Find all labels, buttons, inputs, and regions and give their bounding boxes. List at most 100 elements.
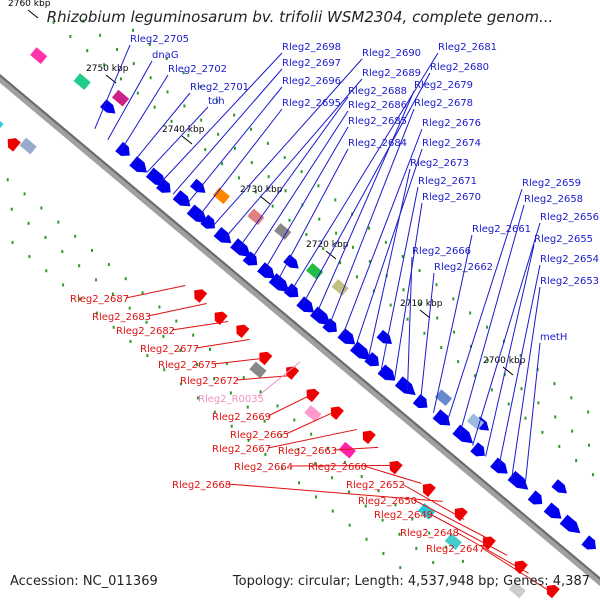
- track-dot: [250, 127, 253, 131]
- reverse-gene-label: Rleg2_2675: [158, 360, 217, 371]
- track-dot: [432, 561, 435, 565]
- tick-label: 2730 kbp: [240, 185, 283, 195]
- forward-leader-line: [511, 286, 541, 479]
- track-dot: [259, 390, 262, 394]
- accession-text: Accession: NC_011369: [10, 574, 158, 589]
- track-dot: [229, 391, 232, 395]
- track-dot: [558, 444, 561, 448]
- track-dot: [95, 311, 98, 315]
- forward-gene-label: Rleg2_2658: [524, 194, 583, 205]
- reverse-gene-label: Rleg2_2687: [70, 294, 129, 305]
- track-dot: [331, 476, 334, 480]
- track-dot: [368, 226, 371, 230]
- rna-leader-line: [257, 361, 301, 397]
- gene-feature-box: [417, 502, 436, 520]
- forward-gene-arrow: [337, 328, 356, 345]
- track-dot: [541, 430, 544, 434]
- forward-leader-line: [211, 58, 363, 228]
- track-dot: [419, 302, 422, 306]
- forward-leader-line: [354, 148, 423, 348]
- reverse-gene-label: Rleg2_2648: [400, 528, 459, 539]
- tick-mark: [502, 366, 514, 376]
- forward-gene-label: Rleg2_2701: [190, 82, 249, 93]
- track-dot: [247, 438, 250, 442]
- forward-gene-arrow: [452, 424, 474, 444]
- track-dot: [591, 473, 594, 477]
- track-dot: [99, 33, 102, 37]
- track-dot: [415, 546, 418, 550]
- track-dot: [153, 105, 156, 109]
- track-dot: [297, 447, 300, 451]
- track-dot: [183, 104, 186, 108]
- track-dot: [254, 190, 257, 194]
- track-dot: [52, 20, 55, 24]
- track-dot: [298, 481, 301, 485]
- track-dot: [440, 345, 443, 349]
- track-dot: [128, 306, 131, 310]
- forward-gene-arrow: [394, 376, 416, 396]
- track-dot: [318, 217, 321, 221]
- forward-gene-label: Rleg2_2671: [418, 176, 477, 187]
- forward-gene-arrow: [99, 99, 116, 114]
- track-dot: [10, 207, 13, 211]
- track-dot: [428, 531, 431, 535]
- forward-leader-line: [146, 106, 209, 173]
- forward-gene-arrow: [470, 442, 485, 457]
- forward-leader-line: [120, 74, 169, 151]
- track-dot: [423, 331, 426, 335]
- track-dot: [132, 62, 135, 66]
- forward-leader-line: [393, 202, 423, 381]
- gene-feature-box: [466, 413, 485, 431]
- forward-leader-line: [224, 78, 363, 239]
- reverse-gene-arrow: [330, 406, 344, 420]
- forward-gene-arrow: [190, 178, 206, 193]
- genome-summary-text: Topology: circular; Length: 4,537,948 bp…: [232, 574, 590, 589]
- gene-feature-box: [19, 137, 37, 155]
- track-dot: [187, 133, 190, 137]
- track-dot: [204, 148, 207, 152]
- gene-feature-box: [444, 533, 462, 550]
- reverse-leader-line: [413, 499, 486, 538]
- forward-leader-line: [198, 108, 283, 217]
- reverse-gene-arrow: [236, 324, 250, 339]
- reverse-gene-label: Rleg2_2660: [308, 462, 367, 473]
- forward-leader-line: [472, 222, 541, 446]
- forward-leader-line: [172, 68, 283, 195]
- forward-gene-label: Rleg2_2655: [534, 234, 593, 245]
- forward-leader-line: [498, 264, 541, 468]
- track-dot: [103, 63, 106, 67]
- forward-gene-arrow: [257, 262, 275, 279]
- reverse-leader-line: [455, 531, 529, 574]
- track-dot: [389, 303, 392, 307]
- track-dot: [74, 234, 77, 238]
- reverse-leader-line: [171, 320, 229, 331]
- reverse-leader-line: [227, 483, 443, 502]
- tick-mark: [419, 309, 431, 319]
- track-dot: [217, 132, 220, 136]
- track-dot: [314, 495, 317, 499]
- tick-mark: [27, 9, 39, 19]
- forward-gene-arrow: [115, 141, 130, 157]
- reverse-gene-label: Rleg2_2649: [374, 510, 433, 521]
- forward-leader-line: [367, 168, 411, 359]
- track-dot: [276, 404, 279, 408]
- reverse-leader-line: [429, 513, 508, 556]
- reverse-gene-arrow: [389, 460, 403, 475]
- track-dot: [347, 490, 350, 494]
- track-dot: [129, 339, 132, 343]
- forward-gene-label: Rleg2_2670: [422, 192, 481, 203]
- forward-gene-label: Rleg2_2696: [282, 76, 341, 87]
- track-dot: [364, 504, 367, 508]
- track-dot: [62, 283, 65, 287]
- track-dot: [570, 396, 573, 400]
- track-dot: [453, 330, 456, 334]
- track-dot: [486, 358, 489, 362]
- track-dot: [288, 218, 291, 222]
- reverse-leader-line: [363, 465, 422, 484]
- reverse-gene-label: Rleg2_2672: [180, 376, 239, 387]
- reverse-gene-label: Rleg2_2652: [346, 480, 405, 491]
- track-dot: [78, 297, 81, 301]
- track-dot: [310, 432, 313, 436]
- track-dot: [158, 305, 161, 309]
- forward-leader-line: [419, 272, 435, 402]
